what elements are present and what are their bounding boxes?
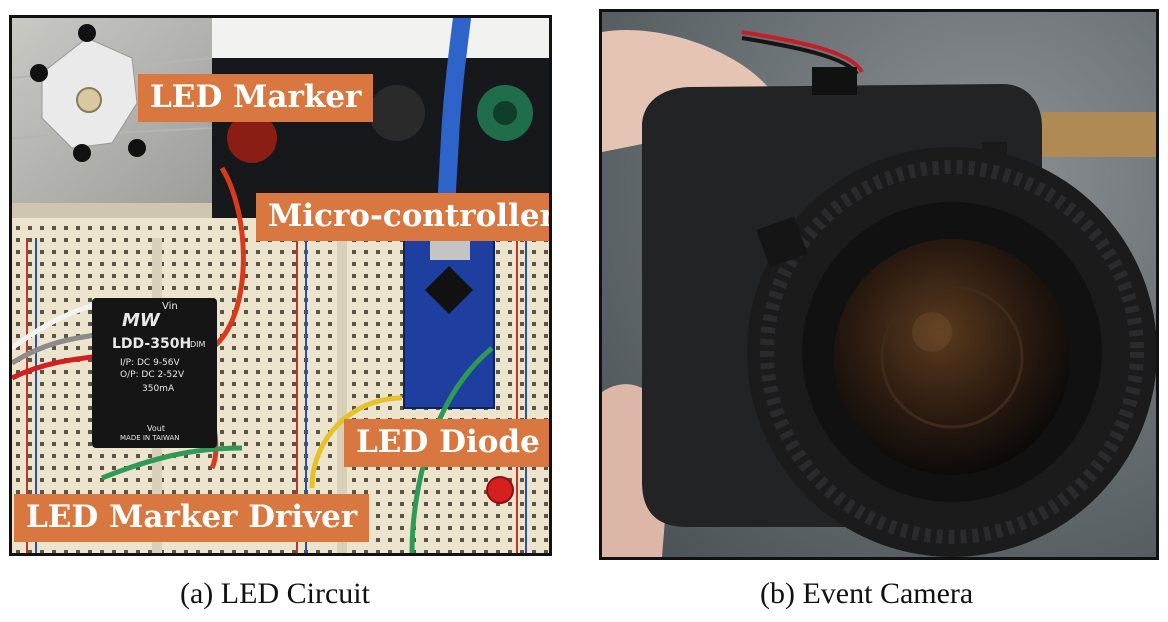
- led-marker-driver-module: [92, 298, 217, 448]
- red-led-diode: [486, 476, 514, 504]
- caption-panel-b: (b) Event Camera: [760, 577, 974, 610]
- driver-module-vin: Vin: [162, 301, 178, 312]
- binding-post-red: [227, 113, 277, 163]
- driver-module-brand: MW: [122, 310, 160, 331]
- label-led-marker-driver: LED Marker Driver: [14, 494, 370, 542]
- caption-panel-a: (a) LED Circuit: [180, 577, 370, 610]
- label-micro-controller: Micro-controller: [256, 193, 549, 241]
- led-marker-chip: [76, 87, 102, 113]
- event-camera-illustration: [602, 12, 1156, 557]
- usb-cable: [435, 18, 471, 252]
- driver-module-vout: Vout: [147, 424, 165, 433]
- label-led-diode: LED Diode: [344, 419, 549, 467]
- driver-module-model: LDD-350H: [112, 336, 192, 352]
- driver-module-made-in: MADE IN TAIWAN: [120, 434, 180, 442]
- driver-module-output: O/P: DC 2-52V: [120, 370, 185, 380]
- driver-module-input: I/P: DC 9-56V: [120, 358, 180, 368]
- event-camera-photo: [599, 9, 1159, 560]
- driver-module-current: 350mA: [142, 384, 175, 394]
- camera-lens-glass: [834, 239, 1070, 475]
- binding-post-black: [369, 85, 425, 141]
- led-circuit-photo: MW Vin LDD-350H I/P: DC 9-56V O/P: DC 2-…: [9, 15, 552, 556]
- arduino-nano: [403, 232, 495, 409]
- driver-module-dim: DIM: [190, 340, 206, 349]
- label-led-marker: LED Marker: [138, 74, 374, 122]
